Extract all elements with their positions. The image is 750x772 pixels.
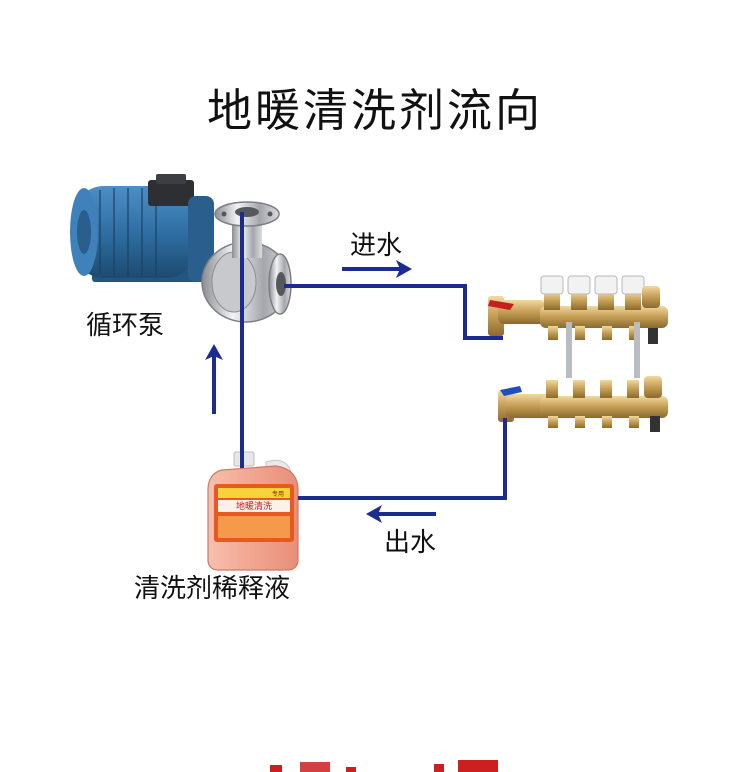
bottle-label-head: 地暖清洗 <box>236 500 272 512</box>
arrow-left-icon <box>366 505 436 523</box>
flow-pipe <box>240 212 507 500</box>
diagram-title: 地暖清洗剂流向 <box>206 84 543 137</box>
solution-label: 清洗剂稀释液 <box>134 574 291 604</box>
manifold-icon <box>498 376 668 432</box>
outlet-label: 出水 <box>384 528 437 558</box>
arrow-right-icon <box>342 260 412 278</box>
bottle-icon: 地暖清洗 专用 <box>207 451 299 571</box>
pump-icon <box>70 174 292 323</box>
pump-label: 循环泵 <box>86 311 165 341</box>
return-pipe <box>298 418 507 500</box>
inlet-label: 进水 <box>350 231 403 261</box>
supply-pipe <box>284 284 503 340</box>
bottle-label-sub: 专用 <box>272 490 284 498</box>
cropped-next-title <box>270 760 498 772</box>
manifold-icon <box>488 275 668 378</box>
arrow-up-icon <box>205 344 223 414</box>
